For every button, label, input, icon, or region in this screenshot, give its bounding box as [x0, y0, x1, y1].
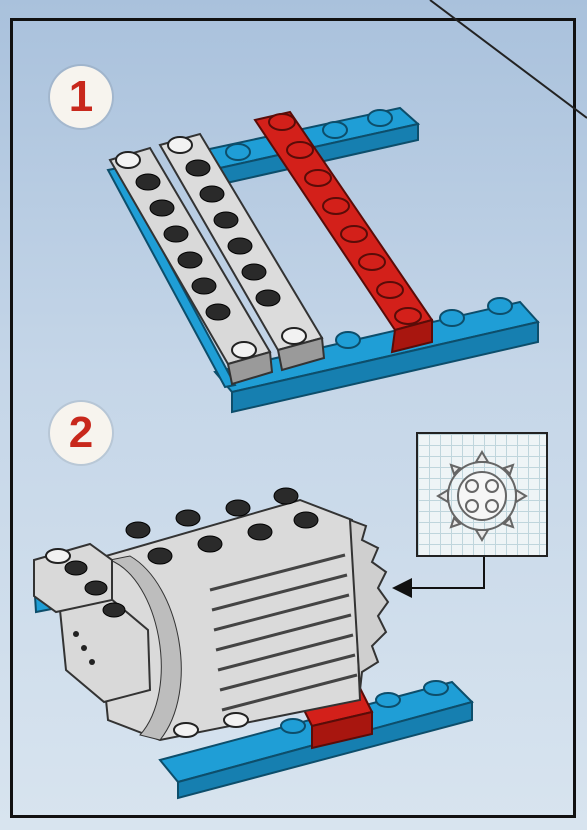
step2-assembly — [34, 488, 472, 798]
step1-assembly — [108, 108, 538, 412]
gear-detail-icon — [418, 434, 546, 555]
step-2-number: 2 — [69, 408, 93, 458]
step-2-badge: 2 — [50, 402, 112, 464]
callout-line — [412, 556, 484, 588]
pointer-arrow-icon — [392, 578, 412, 598]
step-1-number: 1 — [69, 72, 93, 122]
step-1-badge: 1 — [50, 66, 112, 128]
gear-detail-box — [416, 432, 548, 557]
fold-line — [430, 0, 587, 118]
